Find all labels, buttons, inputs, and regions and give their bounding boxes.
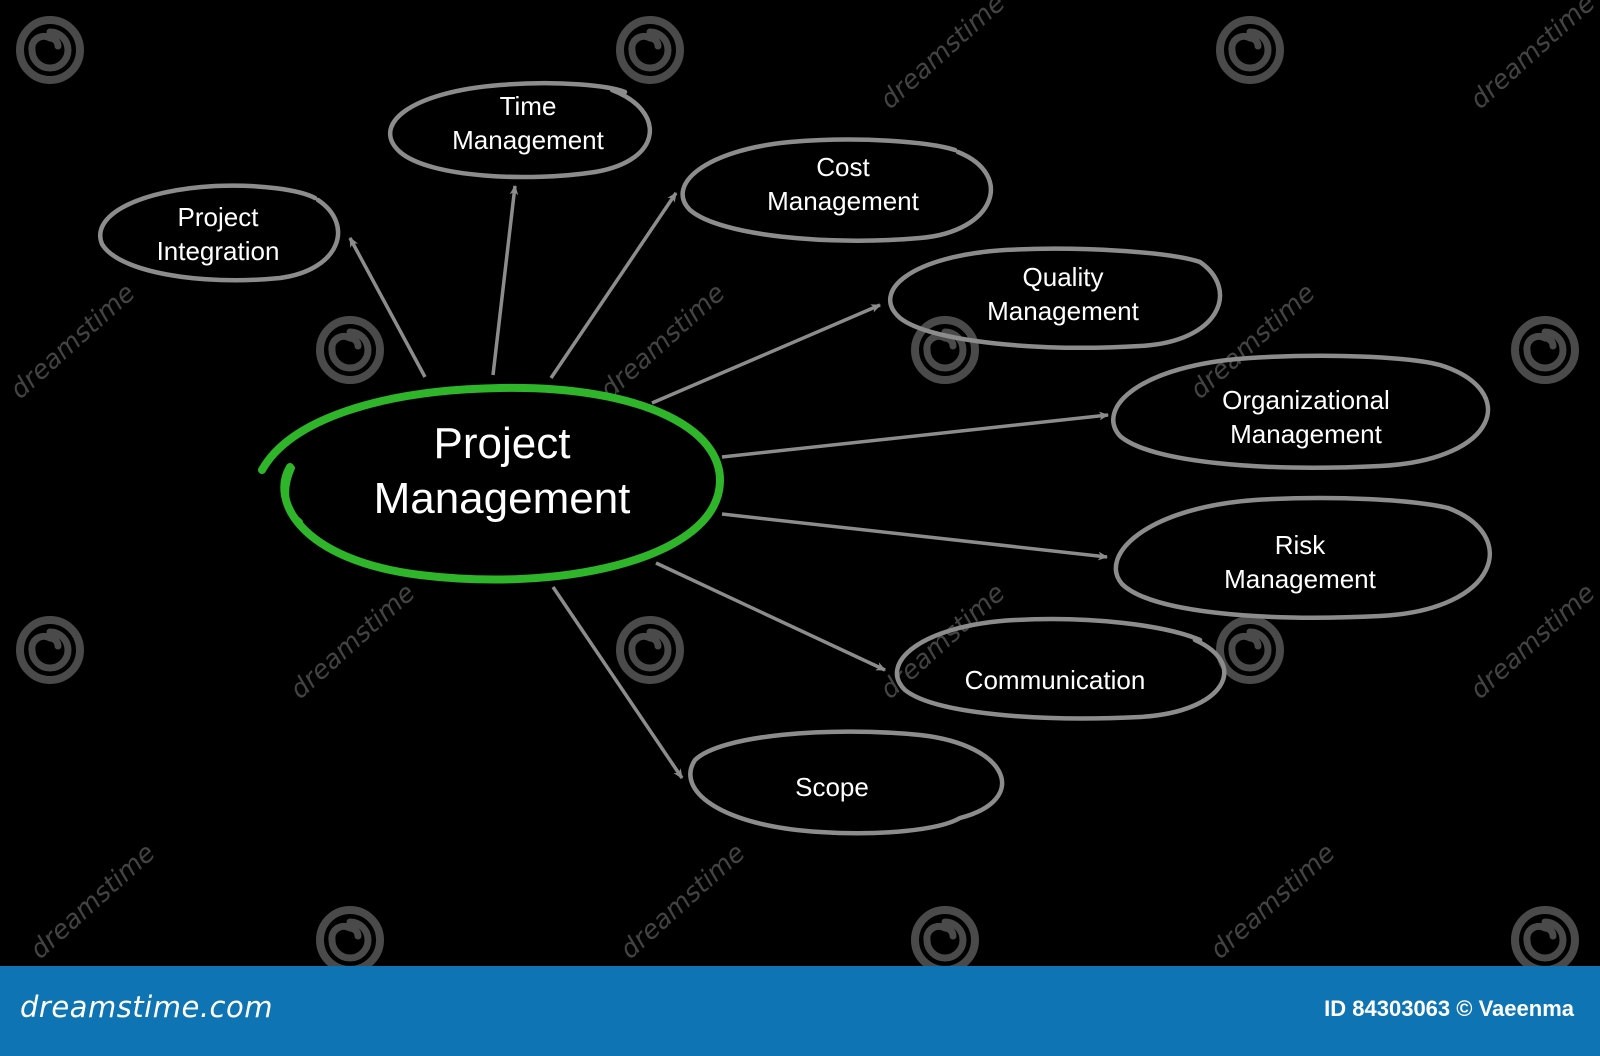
arrow-to-cost-management [549,192,678,379]
arrow-to-organizational-management [721,411,1110,459]
watermark-text: dreamstime [875,0,1012,115]
watermark-text: dreamstime [5,278,142,405]
center-node: Project Management [258,383,724,584]
node-risk-management-line2: Management [1224,564,1377,594]
node-quality-management: Quality Management [887,246,1223,350]
watermark-spiral-icon [915,910,975,966]
node-cost-management: Cost Management [680,137,994,243]
node-cost-management-line1: Cost [816,152,870,182]
watermark-text: dreamstime [285,578,422,705]
center-node-outline [258,383,724,584]
watermark-text: dreamstime [1205,838,1342,965]
footer-image-credit: ID 84303063 © Vaeenma [1324,996,1574,1021]
node-time-management-line1: Time [500,91,557,121]
node-project-integration-outline [98,183,341,283]
arrow-to-communication [655,561,886,672]
node-risk-management-outline [1113,495,1492,620]
watermark-text: dreamstime [595,278,732,405]
watermark-spiral-icon [620,620,680,680]
center-node-label-line1: Project [434,419,571,468]
node-organizational-management-line2: Management [1230,419,1383,449]
node-organizational-management-outline [1111,353,1491,470]
watermark-text: dreamstime [25,838,162,965]
node-organizational-management-line1: Organizational [1222,385,1390,415]
mind-map-diagram: dreamstime dreamstime dreamstime dreamstime… [5,0,1600,966]
node-communication: Communication [894,616,1227,721]
node-time-management-line2: Management [452,125,605,155]
node-scope-label: Scope [795,772,869,802]
watermark-spiral-icon [20,20,80,80]
footer-brand-logo[interactable]: dreamstime.com [20,990,273,1024]
watermark-text: dreamstime [1465,578,1600,705]
arrow-layer [348,184,1110,779]
node-risk-management-line1: Risk [1275,530,1327,560]
footer-bar: dreamstime.com ID 84303063 © Vaeenma [0,966,1600,1056]
node-communication-label: Communication [965,665,1146,695]
node-project-integration: Project Integration [98,183,341,283]
node-project-integration-line1: Project [178,202,260,232]
node-cost-management-outline [680,137,994,243]
node-communication-outline [894,616,1227,721]
watermark-text: dreamstime [1465,0,1600,115]
arrow-to-quality-management [651,303,882,405]
watermark-spiral-icon [320,320,380,380]
node-project-integration-line2: Integration [157,236,280,266]
watermark-spiral-icon [1515,910,1575,966]
center-node-label-line2: Management [374,474,631,523]
node-quality-management-line1: Quality [1023,262,1104,292]
arrow-to-time-management [491,184,519,376]
node-quality-management-outline [887,246,1223,350]
watermark-spiral-icon [620,20,680,80]
watermark-spiral-icon [1220,20,1280,80]
watermark-text: dreamstime [615,838,752,965]
node-time-management-outline [387,80,652,180]
arrow-to-risk-management [721,512,1109,561]
node-cost-management-line2: Management [767,186,920,216]
node-organizational-management: Organizational Management [1111,353,1491,470]
arrow-to-project-integration [348,237,427,378]
watermark-layer: dreamstime dreamstime dreamstime dreamstime… [5,0,1600,966]
center-node-outline-tail [283,465,303,525]
watermark-spiral-icon [1220,620,1280,680]
arrow-to-scope [551,586,684,779]
node-quality-management-line2: Management [987,296,1140,326]
node-time-management: Time Management [387,80,652,180]
watermark-spiral-icon [1515,320,1575,380]
node-scope: Scope [688,729,1005,836]
node-risk-management: Risk Management [1113,495,1492,620]
node-scope-outline [688,729,1005,836]
watermark-spiral-icon [20,620,80,680]
watermark-spiral-icon [320,910,380,966]
